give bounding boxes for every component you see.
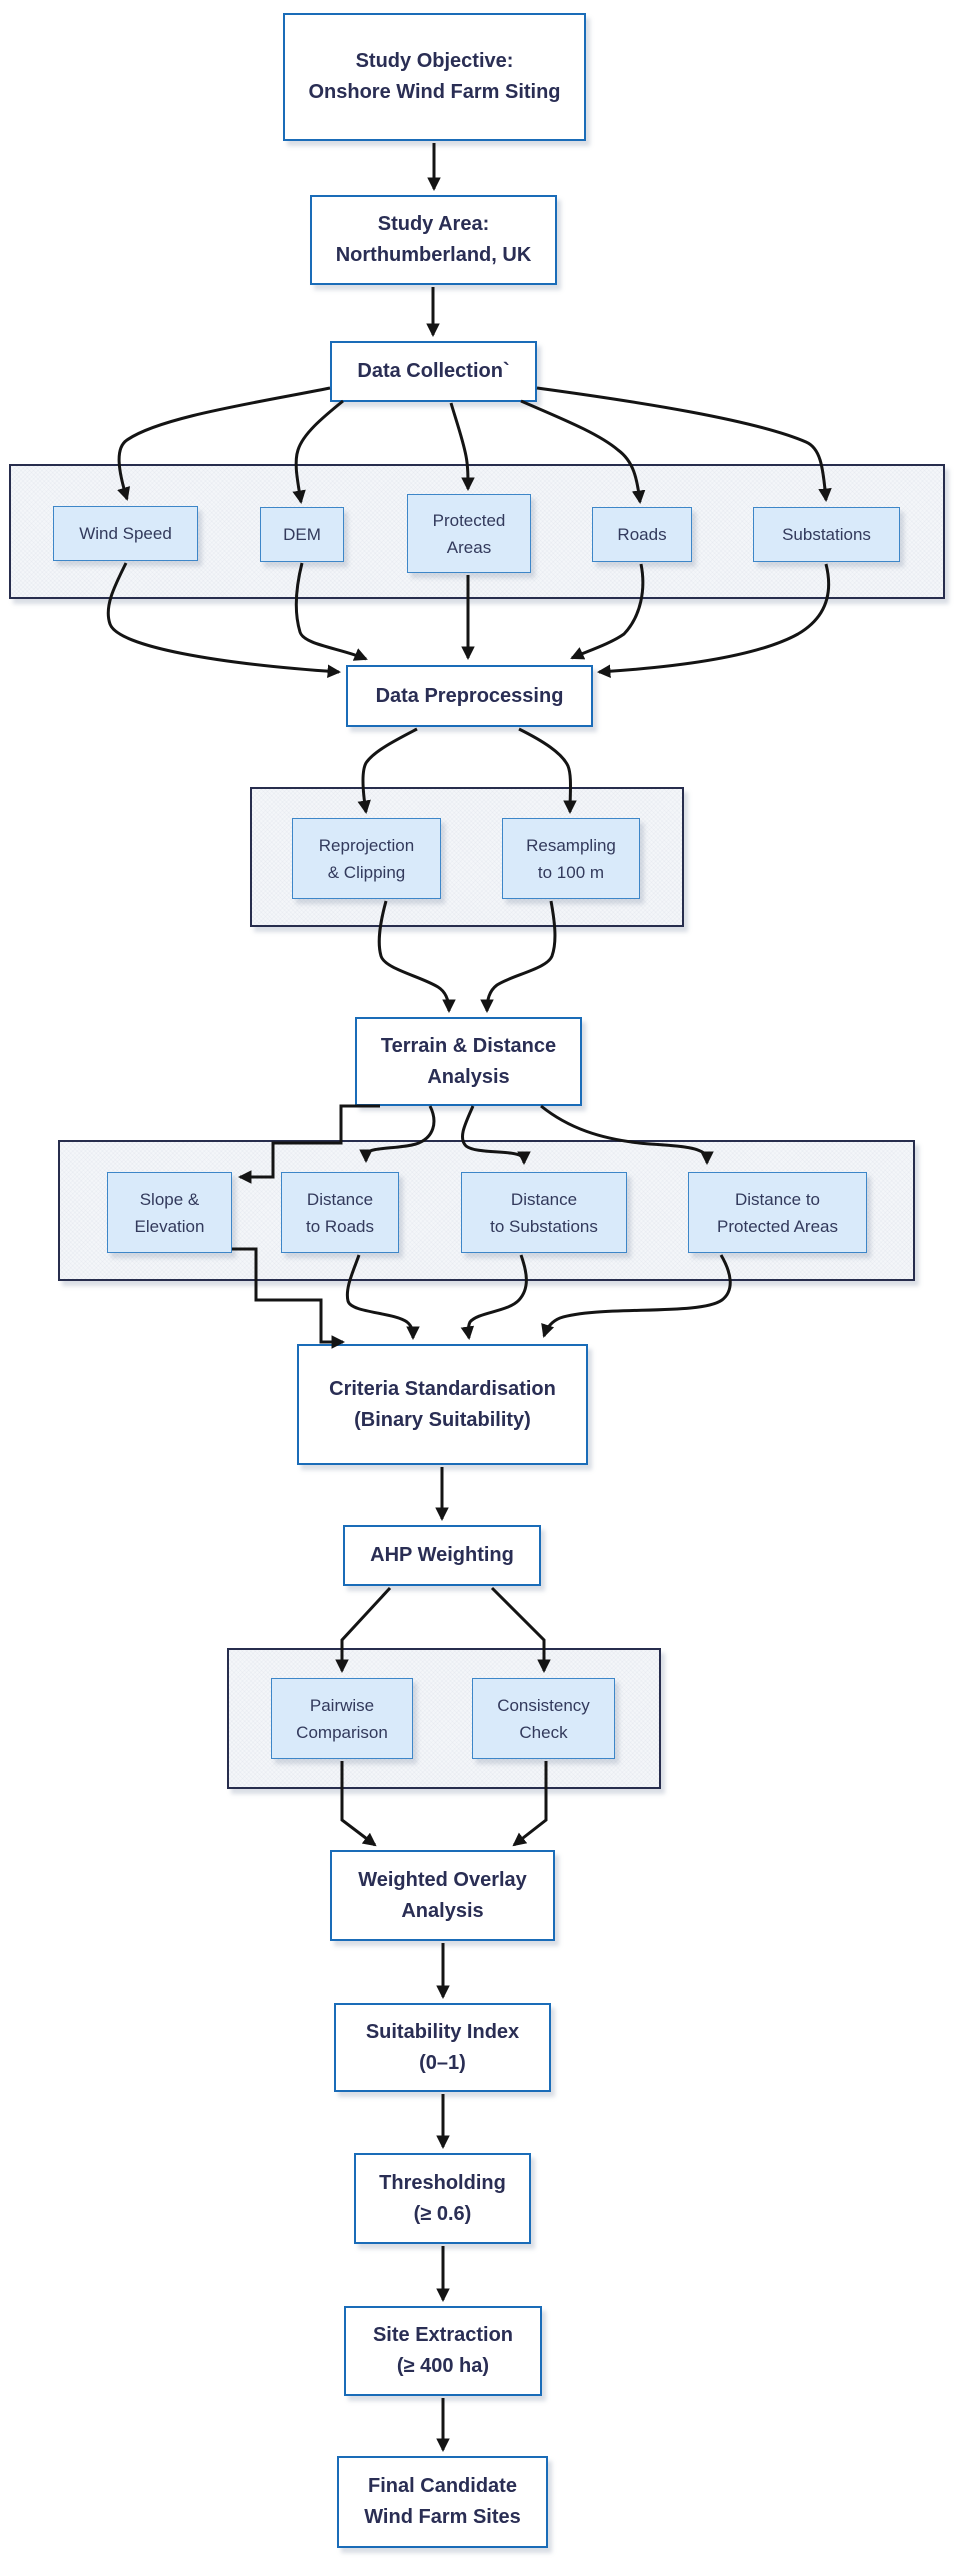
- subnode-substations-label: Substations: [782, 525, 871, 544]
- subnode-dem-label: DEM: [283, 525, 321, 544]
- node-study-objective-label: Study Objective: Onshore Wind Farm Sitin…: [308, 50, 561, 103]
- node-study-area-label: Study Area: Northumberland, UK: [335, 213, 532, 266]
- node-thresholding: Thresholding (≥ 0.6): [354, 2153, 531, 2244]
- node-terrain-distance-analysis-label: Terrain & Distance Analysis: [380, 1034, 557, 1088]
- node-data-preprocessing: Data Preprocessing: [346, 665, 593, 727]
- node-site-extraction: Site Extraction (≥ 400 ha): [344, 2306, 542, 2396]
- node-final-candidate-sites-label: Final Candidate Wind Farm Sites: [364, 2475, 521, 2528]
- subnode-protected-areas-label: Protected Areas: [432, 510, 506, 557]
- subnode-protected-areas: Protected Areas: [407, 494, 531, 573]
- subnode-distance-to-protected-areas: Distance to Protected Areas: [688, 1172, 867, 1253]
- node-thresholding-label: Thresholding (≥ 0.6): [379, 2171, 506, 2225]
- subnode-consistency-check-label: Consistency Check: [497, 1695, 590, 1742]
- subnode-reprojection-clipping: Reprojection & Clipping: [292, 818, 441, 899]
- node-suitability-index-label: Suitability Index (0–1): [365, 2020, 520, 2074]
- node-data-preprocessing-label: Data Preprocessing: [375, 684, 564, 707]
- node-final-candidate-sites: Final Candidate Wind Farm Sites: [337, 2456, 548, 2548]
- node-study-area: Study Area: Northumberland, UK: [310, 195, 557, 285]
- subnode-roads: Roads: [592, 507, 692, 562]
- node-suitability-index: Suitability Index (0–1): [334, 2003, 551, 2092]
- node-weighted-overlay-label: Weighted Overlay Analysis: [358, 1868, 527, 1922]
- subnode-pairwise-comparison: Pairwise Comparison: [271, 1678, 413, 1759]
- node-ahp-weighting: AHP Weighting: [343, 1525, 541, 1586]
- subnode-dem: DEM: [260, 507, 344, 562]
- subnode-distance-to-substations: Distance to Substations: [461, 1172, 627, 1253]
- node-data-collection: Data Collection`: [330, 341, 537, 402]
- subnode-resampling-label: Resampling to 100 m: [526, 835, 616, 882]
- node-ahp-weighting-label: AHP Weighting: [370, 1544, 514, 1566]
- subnode-distance-to-roads: Distance to Roads: [281, 1172, 399, 1253]
- subnode-slope-elevation-label: Slope & Elevation: [134, 1189, 205, 1236]
- subnode-distance-to-substations-label: Distance to Substations: [490, 1189, 598, 1236]
- subnode-resampling: Resampling to 100 m: [502, 818, 640, 899]
- node-site-extraction-label: Site Extraction (≥ 400 ha): [372, 2324, 514, 2377]
- subnode-substations: Substations: [753, 507, 900, 562]
- node-data-collection-label: Data Collection`: [357, 360, 510, 382]
- subnode-wind-speed: Wind Speed: [53, 506, 198, 561]
- subnode-pairwise-comparison-label: Pairwise Comparison: [296, 1695, 388, 1742]
- subnode-roads-label: Roads: [617, 525, 667, 544]
- subnode-wind-speed-label: Wind Speed: [79, 524, 172, 543]
- subnode-slope-elevation: Slope & Elevation: [107, 1172, 232, 1253]
- node-study-objective: Study Objective: Onshore Wind Farm Sitin…: [283, 13, 586, 141]
- subnode-distance-to-protected-areas-label: Distance to Protected Areas: [717, 1189, 838, 1236]
- node-criteria-standardisation-label: Criteria Standardisation (Binary Suitabi…: [329, 1377, 556, 1431]
- subnode-consistency-check: Consistency Check: [472, 1678, 615, 1759]
- subnode-distance-to-roads-label: Distance to Roads: [305, 1189, 375, 1236]
- node-weighted-overlay: Weighted Overlay Analysis: [330, 1850, 555, 1941]
- node-terrain-distance-analysis: Terrain & Distance Analysis: [355, 1017, 582, 1106]
- subnode-reprojection-clipping-label: Reprojection & Clipping: [318, 835, 415, 882]
- node-criteria-standardisation: Criteria Standardisation (Binary Suitabi…: [297, 1344, 588, 1465]
